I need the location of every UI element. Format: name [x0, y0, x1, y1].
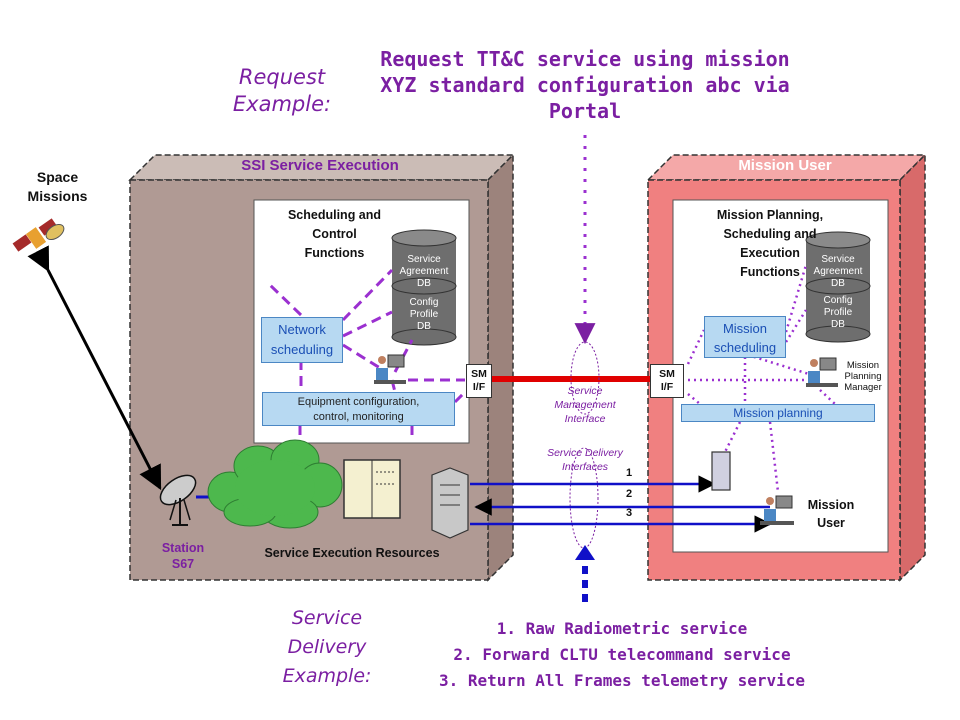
equipment-line1: Equipment configuration, [297, 396, 420, 408]
mission-scheduling-line1: Mission [722, 321, 768, 336]
ssi-agreement-db-line2: Agreement [399, 266, 449, 277]
station-line1: Station [161, 541, 205, 555]
ssi-config-db-line3: DB [417, 321, 431, 332]
mission-agreement-db-label: Service Agreement DB [806, 254, 870, 290]
management-line2: Management [554, 399, 616, 411]
mission-agreement-db-line3: DB [831, 278, 845, 289]
delivery-item-2: 2. Forward CLTU telecommand service [453, 645, 791, 664]
station-label: Station S67 [150, 540, 216, 572]
mission-planning-box[interactable]: Mission planning [681, 404, 875, 422]
planning-manager-line1: Mission [846, 360, 880, 371]
delivery-label: Service Delivery Example: [262, 604, 392, 691]
service-delivery-links [470, 475, 772, 533]
mission-user-operator-icon [760, 495, 794, 525]
space-link [27, 245, 162, 491]
delivery-number-3: 3 [626, 507, 633, 519]
ssi-operator-icon [374, 354, 406, 384]
ssi-config-db-label: Config Profile DB [392, 297, 456, 333]
request-label-line2: Example: [232, 92, 332, 116]
mission-agreement-db-line1: Service [821, 254, 855, 265]
ssi-panel-title-line1: Scheduling and [287, 208, 382, 222]
planning-manager-icon [806, 357, 838, 387]
ssi-agreement-db-line1: Service [407, 254, 441, 265]
mission-agreement-db-icon [805, 231, 871, 295]
network-scheduling-line2: scheduling [270, 342, 334, 357]
network-scheduling-line1: Network [278, 322, 326, 337]
delivery-interfaces-line1: Service Delivery [547, 447, 623, 459]
delivery-arrowhead [575, 545, 595, 560]
mission-server-icon [711, 451, 731, 491]
delivery-item-1: 1. Raw Radiometric service [496, 619, 748, 638]
management-interface-ellipse [570, 341, 600, 415]
equipment-rack-icon [343, 459, 401, 519]
mission-panel-title-line4: Functions [740, 265, 800, 279]
request-text-line2: XYZ standard configuration abc via [380, 73, 790, 97]
mission-config-db-line2: Profile [823, 307, 853, 318]
planning-manager-label: Mission Planning Manager [838, 360, 888, 393]
delivery-item-3: 3. Return All Frames telemetry service [438, 671, 806, 690]
ssi-panel-title: Scheduling and Control Functions [262, 206, 407, 263]
ssi-sm-if-line2: I/F [472, 381, 486, 393]
ssi-agreement-db-label: Service Agreement DB [392, 254, 456, 290]
management-line1: Service [567, 385, 603, 397]
ground-antenna-icon [159, 474, 197, 526]
delivery-interfaces-line2: Interfaces [561, 461, 609, 473]
mission-sm-if-box[interactable]: SM I/F [650, 364, 684, 398]
request-label: Request Example: [222, 64, 342, 118]
space-missions-line1: Space [36, 169, 79, 185]
ssi-panel-title-line2: Control [312, 227, 357, 241]
ssi-server-icon [431, 467, 469, 539]
mission-panel-title-line3: Execution [740, 246, 800, 260]
planning-manager-line3: Manager [844, 382, 882, 393]
mission-sm-if-line2: I/F [660, 381, 674, 393]
ssi-title: SSI Service Execution [241, 157, 399, 174]
ssi-config-db-line1: Config [409, 297, 439, 308]
mission-user-line1: Mission [807, 498, 855, 512]
mission-panel-title: Mission Planning, Scheduling and Executi… [690, 206, 850, 282]
satellite-icon [12, 218, 65, 252]
equipment-config-box[interactable]: Equipment configuration, control, monito… [262, 392, 455, 426]
station-line2: S67 [171, 557, 195, 571]
management-interface-label: Service Management Interface [530, 384, 640, 426]
delivery-label-line2: Delivery [287, 636, 367, 658]
mission-panel-title-line1: Mission Planning, [716, 208, 824, 222]
request-label-line1: Request [238, 65, 326, 89]
delivery-interface-label: Service Delivery Interfaces [530, 446, 640, 474]
request-text-line1: Request TT&C service using mission [380, 47, 790, 71]
delivery-number-1: 1 [626, 467, 633, 479]
request-text-line3: Portal [548, 99, 622, 123]
ssi-agreement-db-icon [391, 229, 457, 295]
ssi-sm-if-box[interactable]: SM I/F [466, 364, 492, 398]
equipment-line2: control, monitoring [313, 411, 404, 423]
delivery-interface-ellipse [569, 447, 599, 549]
ssi-sm-if-line1: SM [471, 368, 487, 380]
mission-user-title: Mission User [738, 157, 832, 174]
delivery-number-2: 2 [626, 488, 633, 500]
ssi-config-db-line2: Profile [409, 309, 439, 320]
delivery-service-list: 1. Raw Radiometric service 2. Forward CL… [402, 616, 842, 694]
mission-sm-if-line1: SM [659, 368, 675, 380]
mission-scheduling-box[interactable]: Mission scheduling [704, 316, 786, 358]
network-cloud-icon [207, 439, 343, 529]
management-line3: Interface [564, 413, 606, 425]
mission-scheduling-line2: scheduling [713, 340, 777, 355]
request-text: Request TT&C service using mission XYZ s… [360, 46, 810, 124]
mission-panel-title-line2: Scheduling and [723, 227, 817, 241]
mission-config-db-line3: DB [831, 319, 845, 330]
ssi-agreement-db-line3: DB [417, 278, 431, 289]
space-missions-line2: Missions [27, 188, 88, 204]
ssi-panel-title-line3: Functions [304, 246, 365, 260]
mission-config-db-line1: Config [823, 295, 853, 306]
delivery-label-line1: Service [291, 607, 363, 629]
space-missions-label: Space Missions [10, 168, 105, 206]
mission-user-label: Mission User [796, 496, 866, 532]
mission-config-db-label: Config Profile DB [806, 295, 870, 331]
resources-label: Service Execution Resources [264, 546, 440, 560]
mission-user-line2: User [817, 516, 845, 530]
delivery-label-line3: Example: [282, 665, 372, 687]
mission-agreement-db-line2: Agreement [813, 266, 863, 277]
network-scheduling-box[interactable]: Network scheduling [261, 317, 343, 363]
planning-manager-line2: Planning [844, 371, 882, 382]
